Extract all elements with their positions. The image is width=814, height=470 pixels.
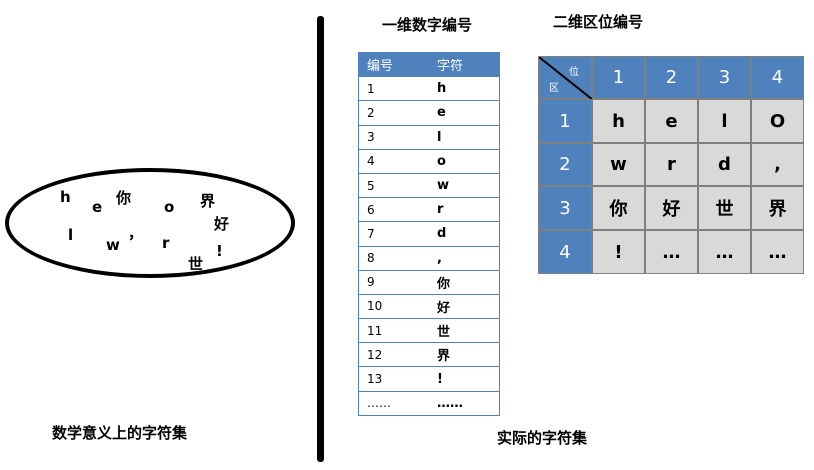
row-number: 11	[358, 318, 429, 344]
grid-cell: d	[698, 143, 751, 186]
row-char: ,	[429, 245, 500, 271]
row-char: r	[429, 197, 500, 223]
grid-cell: 你	[592, 186, 645, 230]
grid-row-header: 2	[538, 143, 592, 186]
row-number: 1	[358, 76, 429, 102]
grid-cell: 界	[751, 186, 804, 230]
actual-set-caption: 实际的字符集	[497, 429, 588, 447]
row-number: 3	[358, 124, 429, 150]
grid-row-header: 3	[538, 186, 592, 230]
row-char: !	[429, 366, 500, 392]
row-char: 你	[429, 269, 500, 295]
character-set-ellipse	[5, 168, 295, 278]
ellipse-char: 好	[214, 215, 230, 233]
row-number: 10	[358, 293, 429, 320]
row-number: 13	[358, 366, 429, 392]
grid-cell: w	[592, 143, 645, 186]
grid-cell: 世	[698, 186, 751, 230]
row-number: 12	[358, 342, 429, 368]
ellipse-char: !	[216, 242, 223, 260]
grid-col-header: 4	[751, 56, 804, 99]
grid-cell: l	[698, 99, 751, 143]
two-dim-title: 二维区位编号	[553, 13, 644, 31]
grid-corner: 位 区	[538, 56, 593, 100]
row-char: w	[429, 172, 500, 199]
grid-cell: …	[698, 230, 751, 274]
ellipse-char: l	[68, 226, 74, 244]
row-number: 4	[358, 148, 429, 174]
ellipse-char: r	[162, 234, 170, 252]
grid-cell: 好	[645, 186, 698, 230]
ellipse-char: w	[106, 236, 120, 254]
ellipse-char: h	[60, 188, 71, 206]
two-dim-grid: 位 区 1 2 3 4 1 h e l O 2 w r d , 3 你 好 世 …	[538, 56, 804, 274]
row-number: 7	[358, 221, 429, 247]
ellipse-char: 世	[188, 255, 204, 273]
math-set-caption: 数学意义上的字符集	[52, 424, 188, 442]
row-char: 界	[429, 342, 500, 368]
one-dim-title: 一维数字编号	[382, 16, 473, 34]
ellipse-char: 界	[200, 192, 216, 210]
row-char: ……	[429, 390, 500, 416]
col-header-char: 字符	[429, 51, 500, 78]
grid-cell: …	[751, 230, 804, 274]
grid-cell: h	[592, 99, 645, 143]
row-char: h	[429, 76, 500, 102]
row-number: 9	[358, 269, 429, 295]
ellipse-char: 你	[116, 189, 132, 207]
table-row: …………	[358, 390, 500, 416]
grid-row-header: 4	[538, 230, 592, 274]
row-number: 2	[358, 100, 429, 126]
grid-cell: O	[751, 99, 804, 143]
grid-col-header: 2	[645, 56, 698, 99]
row-char: o	[429, 148, 500, 174]
row-number: 8	[358, 245, 429, 271]
row-number: ……	[358, 390, 429, 416]
table-row: 13!	[358, 366, 500, 392]
row-char: l	[429, 124, 500, 150]
corner-wei-label: 位	[569, 67, 579, 78]
row-number: 5	[358, 172, 429, 199]
row-char: 世	[429, 318, 500, 344]
table-header-row: 编号 字符	[358, 51, 500, 78]
row-char: 好	[429, 293, 500, 320]
row-number: 6	[358, 197, 429, 223]
vertical-divider	[317, 16, 324, 462]
ellipse-char: e	[92, 198, 103, 216]
ellipse-char: o	[164, 198, 175, 216]
grid-cell: ,	[751, 143, 804, 186]
grid-col-header: 1	[592, 56, 645, 99]
corner-qu-label: 区	[549, 83, 559, 94]
grid-col-header: 3	[698, 56, 751, 99]
grid-row-header: 1	[538, 99, 592, 143]
ellipse-char: ，	[128, 224, 144, 242]
grid-cell: !	[592, 230, 645, 274]
table-row: 8,	[358, 245, 500, 271]
row-char: e	[429, 100, 500, 126]
corner-diagonal	[539, 57, 593, 100]
col-header-number: 编号	[358, 51, 429, 78]
row-char: d	[429, 221, 500, 247]
grid-cell: …	[645, 230, 698, 274]
grid-cell: r	[645, 143, 698, 186]
grid-cell: e	[645, 99, 698, 143]
